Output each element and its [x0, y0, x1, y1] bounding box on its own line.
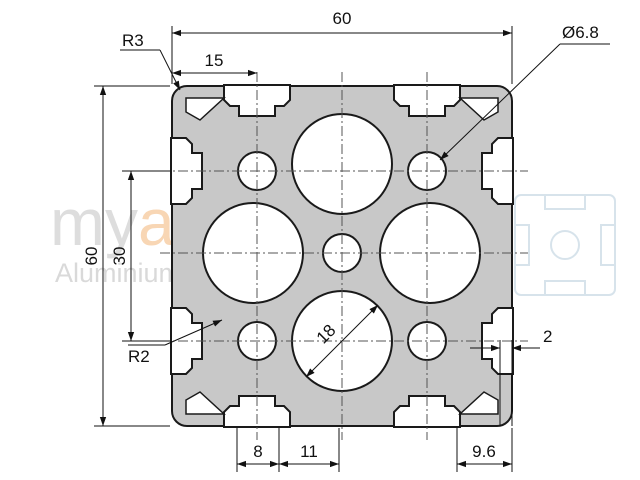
- watermark-profile-logo: [514, 194, 616, 296]
- dim-small-hole: Ø6.8: [562, 23, 599, 42]
- dim-wall-thickness: 2: [543, 327, 552, 346]
- dim-corner-radius: R3: [122, 31, 144, 50]
- dim-edge-width: 9.6: [472, 442, 496, 461]
- dim-slot-spacing: 30: [110, 247, 129, 266]
- corner-cavity-top-right: [458, 97, 499, 121]
- dim-inner-radius: R2: [128, 347, 150, 366]
- dim-overall-height: 60: [82, 247, 101, 266]
- corner-cavity-bottom-left: [185, 391, 226, 415]
- dim-slot-width: 11: [300, 442, 318, 461]
- dimension-lines: [94, 26, 610, 472]
- dim-slot-gap: 8: [253, 442, 262, 461]
- corner-cavity-top-left: [185, 97, 226, 121]
- dim-overall-width: 60: [333, 9, 352, 28]
- dim-corner-offset: 15: [205, 51, 224, 70]
- corner-cavity-bottom-right: [458, 391, 499, 415]
